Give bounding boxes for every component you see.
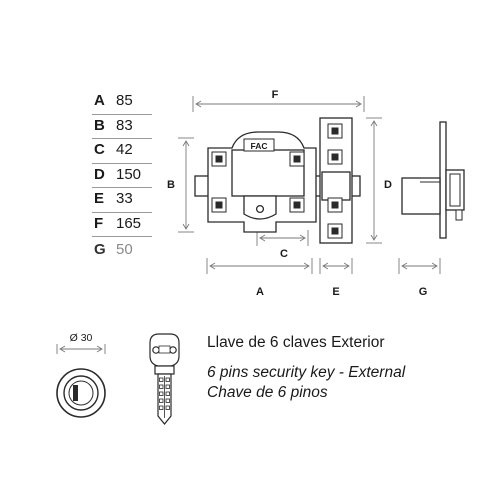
dimension-row-a: A 85: [92, 90, 152, 115]
dimension-key: A: [94, 92, 105, 109]
dimension-line-c: [256, 230, 309, 246]
dimension-key: C: [94, 141, 105, 158]
dimension-key: E: [94, 190, 105, 207]
label-a: A: [256, 286, 264, 298]
dimension-key: G: [94, 241, 106, 258]
label-c: C: [280, 248, 288, 260]
dimension-value: 150: [116, 165, 142, 183]
label-f: F: [272, 89, 279, 101]
dimension-value: 85: [116, 92, 133, 109]
dimension-key: B: [94, 116, 105, 134]
dimension-row-d: D 150: [92, 164, 152, 188]
dimension-row-e: E 33: [92, 188, 152, 213]
brand-plate-text: FAC: [251, 141, 268, 151]
dimension-table: A 85 B 83 C 42 D 150 E 33 F 165 G 50: [92, 90, 152, 263]
label-d: D: [384, 179, 392, 191]
dimension-value: 83: [116, 116, 133, 134]
body-screws: [211, 151, 305, 213]
dimension-value: 42: [116, 141, 133, 158]
dimension-line-b: [178, 137, 194, 233]
dimension-value: 33: [116, 190, 133, 207]
dimension-line-e: [319, 258, 353, 274]
cylinder-front-view: [56, 344, 106, 418]
lock-side-view: [401, 121, 465, 239]
label-g: G: [419, 286, 428, 298]
dimension-row-f: F 165: [92, 213, 152, 237]
label-b: B: [167, 179, 175, 191]
drawing-labels: F B D C A E G Ø 30 FAC: [70, 89, 428, 344]
dimension-line-a: [206, 258, 313, 274]
keeper-screws: [327, 123, 343, 239]
dimension-key: F: [94, 214, 104, 232]
dimension-row-g: G 50: [92, 239, 152, 263]
caption-spanish: Llave de 6 claves Exterior: [207, 334, 385, 351]
caption-english: 6 pins security key - External: [207, 364, 406, 381]
dimension-line-f: [192, 96, 365, 112]
dimension-line-d: [366, 117, 382, 244]
caption-portuguese: Chave de 6 pinos: [207, 384, 328, 401]
dimension-line-g: [398, 258, 441, 274]
dimension-value: 165: [116, 214, 142, 232]
dimension-row-c: C 42: [92, 139, 152, 164]
label-diameter: Ø 30: [70, 332, 93, 344]
dimension-row-b: B 83: [92, 115, 152, 139]
lock-front-view: [194, 117, 361, 244]
dimension-key: D: [94, 165, 105, 183]
dimension-value: 50: [116, 241, 133, 258]
key-illustration: [149, 333, 180, 425]
label-e: E: [332, 286, 339, 298]
